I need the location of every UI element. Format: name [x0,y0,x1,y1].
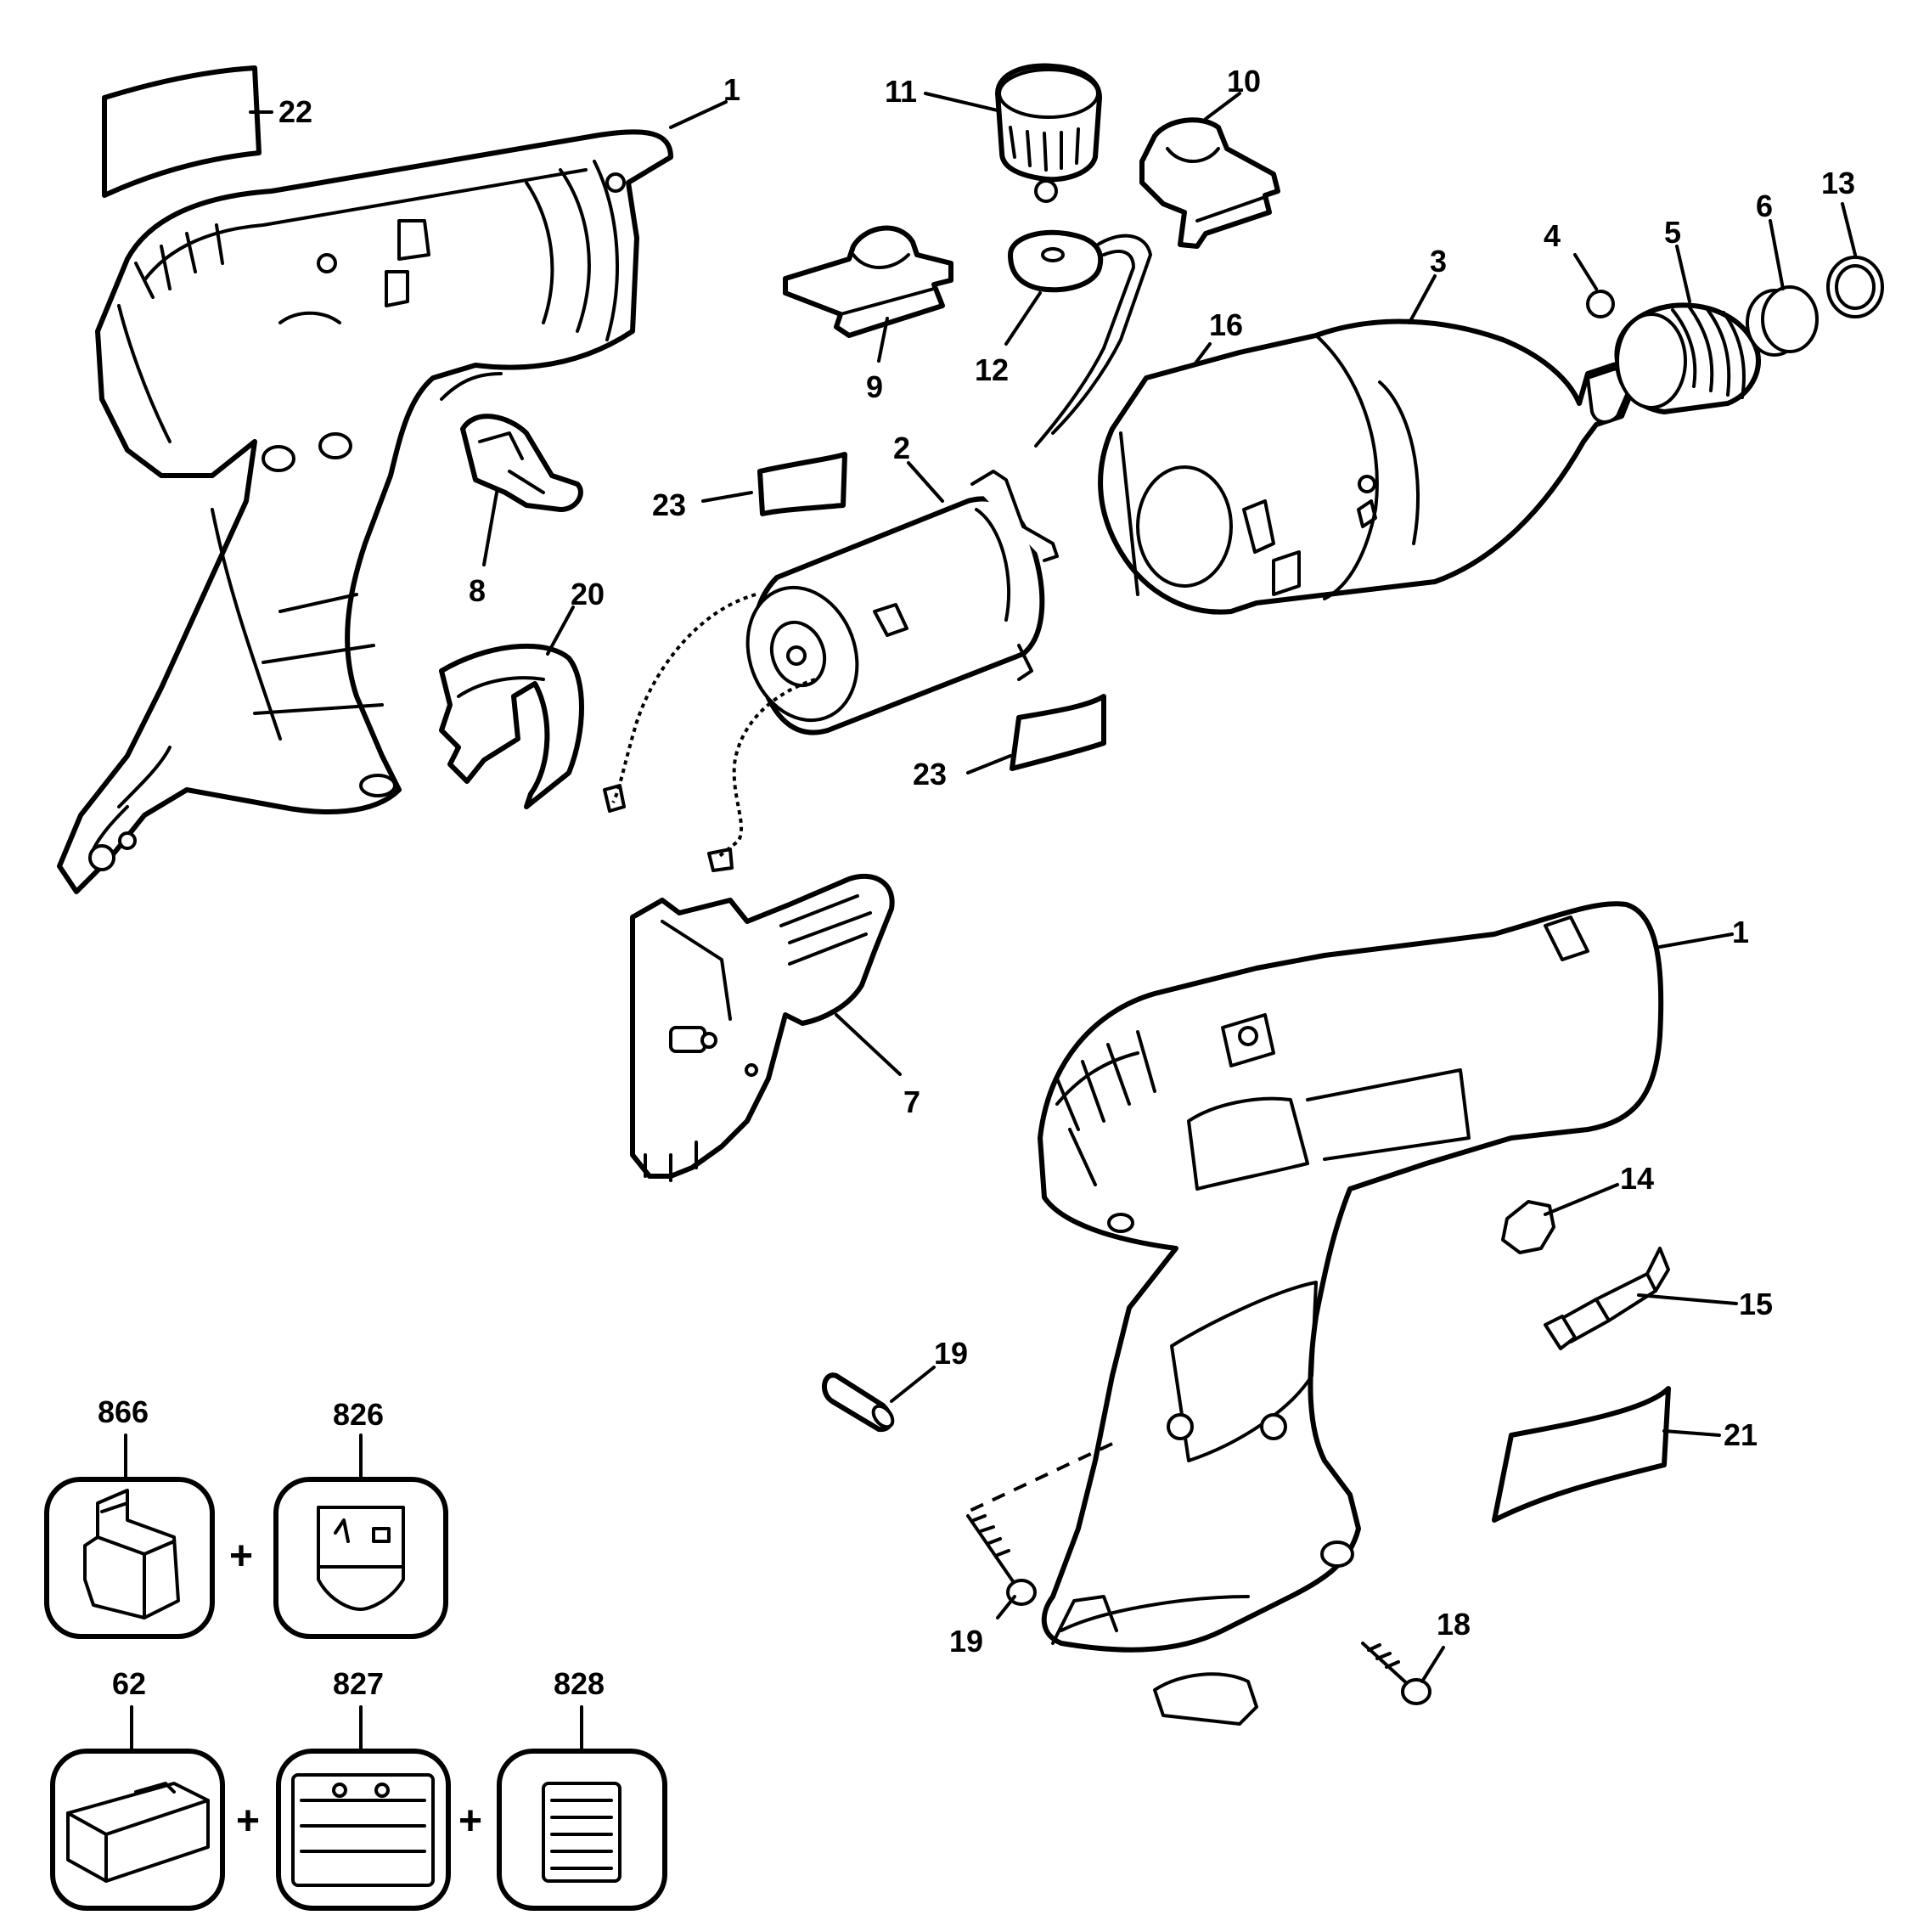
callout-19-top: 19 [934,1336,968,1371]
part-15-bit: 15 [1544,1247,1773,1350]
part-1-housing-assembled: 1 [1038,901,1749,1726]
part-23-label-a: 23 [652,452,847,522]
callout-21: 21 [1724,1417,1758,1452]
kit-label-828: 828 [554,1666,605,1701]
part-14-clip: 14 [1501,1161,1654,1254]
part-21-label: 21 [1492,1386,1758,1523]
callout-5: 5 [1664,215,1681,250]
part-20: 20 [439,577,605,809]
part-23-label-b: 23 [913,694,1106,791]
kit-827-label: 827 [276,1666,451,1911]
callout-10: 10 [1227,64,1261,99]
callout-23b: 23 [913,757,947,791]
kit-866-battery: 866 [44,1394,215,1639]
part-11-knob: 11 [885,63,1102,203]
callout-2: 2 [893,431,910,465]
part-3-gearbox: 3 [1098,244,1635,615]
callout-20: 20 [571,577,605,611]
callout-11: 11 [885,74,917,109]
callout-8: 8 [469,573,486,608]
part-22-label: 22 [102,65,312,198]
part-8: 8 [460,414,583,608]
callout-12: 12 [975,352,1009,387]
callout-16: 16 [1209,307,1243,342]
part-5-spring: 5 [1614,215,1761,414]
callout-18: 18 [1437,1607,1471,1642]
part-10: 10 [1139,64,1280,249]
kit-label-827: 827 [333,1666,384,1701]
callout-6: 6 [1756,189,1773,223]
kit-label-62: 62 [112,1666,146,1701]
part-18-screw: 18 [1361,1607,1471,1705]
part-9-switch-slide: 9 [783,225,953,404]
plus-sign-2: + [236,1799,260,1844]
callout-13: 13 [1821,166,1855,200]
callout-23a: 23 [652,487,686,522]
part-19-pin: 19 [822,1336,968,1433]
callout-15: 15 [1739,1287,1773,1321]
callout-1-bottom: 1 [1732,915,1749,949]
callout-22: 22 [278,94,312,129]
part-1-housing-left: 1 [57,72,740,894]
part-2-motor: 2 [603,431,1059,872]
kit-label-826: 826 [333,1397,384,1432]
callout-4: 4 [1544,218,1561,253]
callout-14: 14 [1620,1161,1654,1196]
plus-sign-3: + [458,1799,482,1844]
kit-62-charger: 62 [50,1666,225,1911]
plus-sign-1: + [229,1534,253,1579]
callout-7: 7 [903,1084,920,1119]
part-6-ring: 6 [1746,189,1819,357]
callout-19-bottom: 19 [949,1624,983,1659]
callout-3: 3 [1430,244,1447,279]
part-7-switch: 7 [630,873,920,1182]
part-12-disc: 12 [975,229,1152,448]
kit-828-label: 828 [497,1666,667,1911]
kit-label-866: 866 [98,1394,149,1429]
part-13-ring: 13 [1821,166,1884,318]
callout-1-top: 1 [723,72,740,107]
kit-826-label: 826 [273,1397,448,1639]
part-19-screw: 19 [949,1442,1113,1659]
part-4-washer: 4 [1544,218,1615,318]
callout-9: 9 [866,369,883,404]
